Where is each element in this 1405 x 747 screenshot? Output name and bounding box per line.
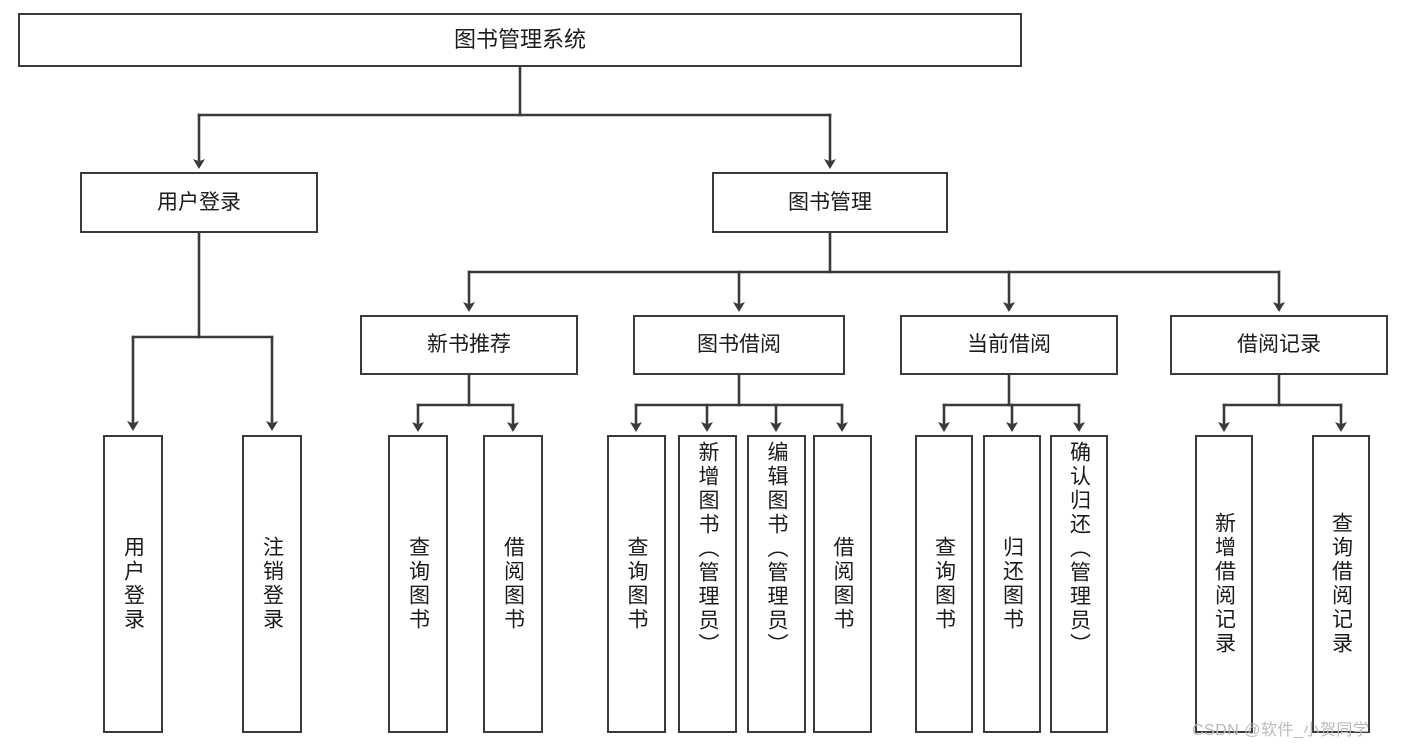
node-book-manage[interactable]: 图书管理 <box>712 172 948 233</box>
node-leaf-return-book-label: 归还图书 <box>1000 536 1024 632</box>
node-leaf-borrow-book-rec-label: 借阅图书 <box>501 536 525 632</box>
node-book-manage-label: 图书管理 <box>788 190 872 214</box>
node-current-borrow-label: 当前借阅 <box>967 333 1051 357</box>
node-leaf-borrow-book[interactable]: 借阅图书 <box>813 435 872 733</box>
node-leaf-logout-label: 注销登录 <box>260 536 284 632</box>
node-leaf-query-book-cur-label: 查询图书 <box>932 536 956 632</box>
node-book-borrow[interactable]: 图书借阅 <box>633 315 845 375</box>
node-current-borrow[interactable]: 当前借阅 <box>900 315 1118 375</box>
node-root-label: 图书管理系统 <box>453 26 586 52</box>
node-leaf-user-login[interactable]: 用户登录 <box>103 435 163 733</box>
node-book-borrow-label: 图书借阅 <box>697 333 781 357</box>
node-user-login[interactable]: 用户登录 <box>80 172 318 233</box>
node-leaf-return-book[interactable]: 归还图书 <box>983 435 1041 733</box>
node-new-book-rec-label: 新书推荐 <box>427 333 511 357</box>
node-leaf-logout[interactable]: 注销登录 <box>242 435 302 733</box>
node-borrow-record-label: 借阅记录 <box>1237 333 1321 357</box>
csdn-watermark: CSDN @软件_小贺同学 <box>1192 722 1370 739</box>
node-leaf-query-book-rec[interactable]: 查询图书 <box>388 435 448 733</box>
node-leaf-query-book-borrow-label: 查询图书 <box>625 536 648 632</box>
node-user-login-label: 用户登录 <box>157 190 241 214</box>
node-leaf-query-book-borrow[interactable]: 查询图书 <box>607 435 666 733</box>
node-leaf-borrow-book-rec[interactable]: 借阅图书 <box>483 435 543 733</box>
node-root[interactable]: 图书管理系统 <box>18 13 1022 67</box>
node-leaf-query-book-rec-label: 查询图书 <box>406 536 430 632</box>
node-leaf-add-book-label: 新增图书（管理员） <box>696 441 719 657</box>
node-leaf-confirm-return[interactable]: 确认归还（管理员） <box>1050 435 1108 733</box>
node-leaf-borrow-book-label: 借阅图书 <box>831 536 854 632</box>
node-borrow-record[interactable]: 借阅记录 <box>1170 315 1388 375</box>
node-leaf-add-record[interactable]: 新增借阅记录 <box>1195 435 1253 733</box>
node-leaf-edit-book[interactable]: 编辑图书（管理员） <box>747 435 806 733</box>
node-leaf-query-record-label: 查询借阅记录 <box>1329 512 1353 656</box>
node-leaf-edit-book-label: 编辑图书（管理员） <box>765 441 788 657</box>
node-leaf-query-book-cur[interactable]: 查询图书 <box>915 435 973 733</box>
node-leaf-add-book[interactable]: 新增图书（管理员） <box>678 435 737 733</box>
node-new-book-rec[interactable]: 新书推荐 <box>360 315 578 375</box>
node-leaf-query-record[interactable]: 查询借阅记录 <box>1312 435 1370 733</box>
node-leaf-confirm-return-label: 确认归还（管理员） <box>1067 441 1091 657</box>
node-leaf-user-login-label: 用户登录 <box>121 536 145 632</box>
node-leaf-add-record-label: 新增借阅记录 <box>1212 512 1236 656</box>
